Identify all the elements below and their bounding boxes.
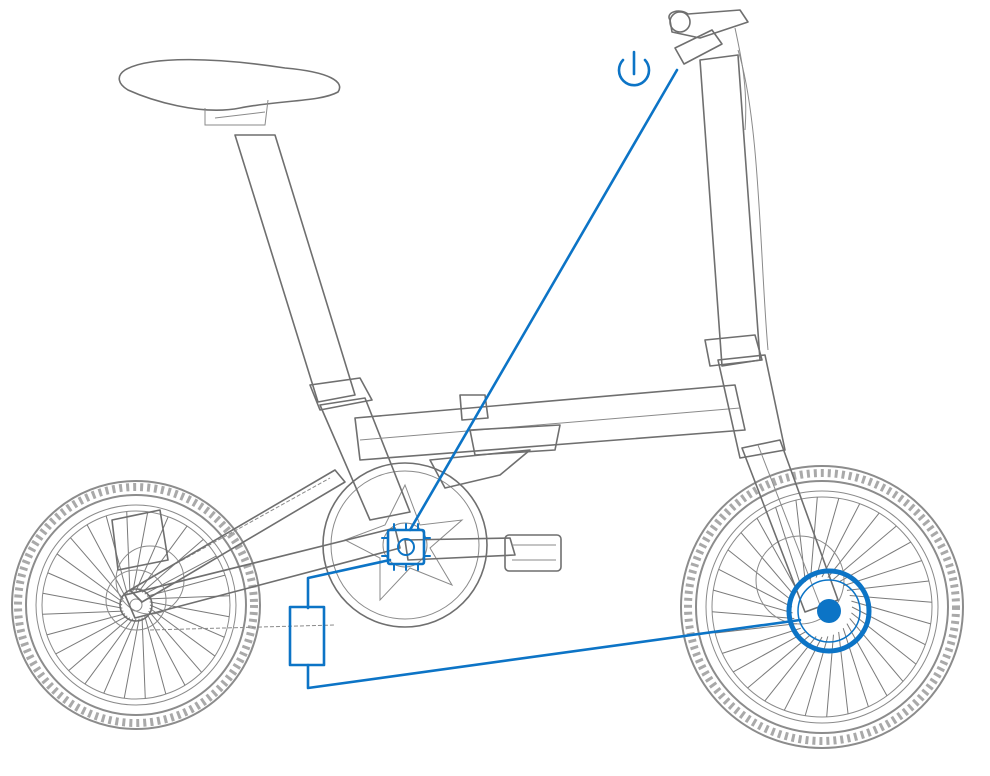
spoke: [55, 615, 128, 655]
spoke: [740, 532, 795, 596]
rear-disc-brake: [105, 509, 169, 631]
controller-battery-wire: [306, 558, 392, 610]
spoke: [123, 618, 140, 699]
spoke: [849, 595, 932, 603]
spoke: [42, 610, 124, 615]
front-wheel: [680, 465, 964, 749]
crank-and-pedal: [404, 534, 562, 572]
spoke: [47, 572, 123, 606]
chainring: [322, 462, 488, 628]
rear-wheel: [11, 480, 261, 730]
spoke: [126, 511, 131, 593]
spoke: [833, 525, 897, 580]
rear-stays: [124, 469, 401, 619]
hub-motor-core: [817, 599, 841, 623]
spoke: [727, 549, 793, 602]
spoke: [713, 589, 793, 614]
spoke: [821, 503, 861, 578]
spoke: [42, 592, 123, 609]
spoke: [141, 617, 146, 699]
spoke: [747, 634, 811, 689]
spoke: [132, 511, 149, 592]
spoke: [775, 507, 802, 586]
spoke: [756, 517, 798, 591]
seat-tube: [234, 134, 411, 521]
battery-icon: [288, 605, 326, 667]
spoke: [795, 500, 806, 583]
spoke: [732, 631, 806, 673]
power-wire: [408, 68, 679, 532]
chain: [149, 477, 336, 631]
spoke: [715, 623, 798, 634]
hub-motor-icon: [786, 568, 872, 654]
spoke: [846, 623, 888, 697]
spoke: [86, 524, 126, 597]
spoke: [46, 613, 126, 636]
spoke: [149, 601, 230, 618]
spoke: [103, 618, 137, 694]
spoke: [826, 634, 834, 717]
spoke: [712, 611, 795, 619]
head-tube: [699, 49, 786, 459]
electric-system-overlay: [288, 50, 872, 690]
battery-motor-wire: [306, 618, 802, 690]
handlebar: [668, 9, 749, 131]
spoke: [842, 628, 869, 707]
rear-wheel-spokes: [42, 511, 230, 699]
spoke: [148, 610, 202, 673]
spoke: [849, 618, 904, 682]
main-tube: [354, 384, 746, 489]
controller-chip-icon: [381, 523, 431, 571]
spoke: [56, 553, 123, 603]
spoke: [722, 627, 801, 654]
spoke: [838, 631, 849, 714]
spoke: [718, 568, 793, 608]
saddle: [118, 58, 341, 126]
spoke: [851, 606, 926, 646]
spoke: [68, 617, 131, 671]
front-wheel-spokes: [712, 497, 932, 717]
spoke: [146, 574, 226, 597]
spoke: [815, 498, 840, 578]
spoke: [146, 613, 186, 686]
power-icon[interactable]: [617, 50, 651, 87]
spoke: [851, 600, 931, 625]
spoke: [149, 607, 216, 657]
spoke: [827, 512, 880, 578]
spoke: [84, 618, 134, 685]
spoke: [149, 604, 225, 638]
spoke: [70, 537, 124, 600]
spoke: [144, 615, 167, 695]
bike-sketch: [11, 9, 964, 749]
spoke: [851, 612, 917, 665]
